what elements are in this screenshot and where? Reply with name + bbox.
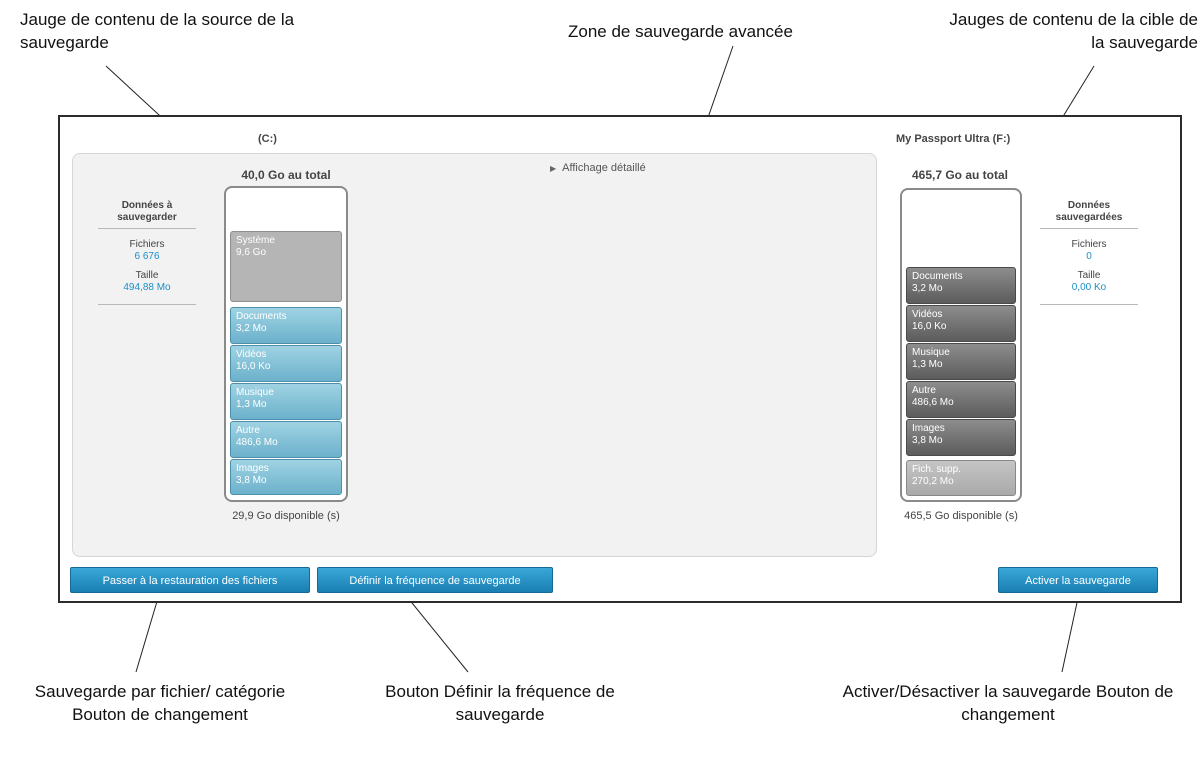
callout-enable-toggle: Activer/Désactiver la sauvegarde Bouton … bbox=[842, 682, 1174, 724]
segment-name: Musique bbox=[236, 387, 274, 398]
segment-name: Autre bbox=[912, 385, 936, 396]
segment-name: Documents bbox=[236, 311, 287, 322]
target-segment-documents[interactable]: Documents 3,2 Mo bbox=[906, 267, 1016, 304]
source-available: 29,9 Go disponible (s) bbox=[232, 510, 340, 522]
callout-file-category-toggle: Sauvegarde par fichier/ catégorie Bouton… bbox=[34, 682, 286, 724]
target-segment-videos[interactable]: Vidéos 16,0 Ko bbox=[906, 305, 1016, 342]
segment-name: Images bbox=[912, 423, 945, 434]
segment-size: 486,6 Mo bbox=[236, 437, 278, 448]
target-segment-additional-files[interactable]: Fich. supp. 270,2 Mo bbox=[906, 460, 1016, 496]
source-segment-system[interactable]: Système 9,6 Go bbox=[230, 231, 342, 302]
segment-name: Vidéos bbox=[912, 309, 943, 320]
target-summary-divider bbox=[1040, 304, 1138, 305]
segment-name: Système bbox=[236, 235, 275, 246]
target-summary-title: Données sauvegardées bbox=[1040, 200, 1138, 229]
segment-name: Autre bbox=[236, 425, 260, 436]
segment-name: Vidéos bbox=[236, 349, 267, 360]
segment-size: 3,8 Mo bbox=[912, 435, 943, 446]
segment-size: 3,2 Mo bbox=[912, 283, 943, 294]
source-segment-documents[interactable]: Documents 3,2 Mo bbox=[230, 307, 342, 344]
source-summary: Données à sauvegarder Fichiers 6 676 Tai… bbox=[98, 200, 196, 305]
enable-backup-button[interactable]: Activer la sauvegarde bbox=[998, 567, 1158, 593]
segment-size: 270,2 Mo bbox=[912, 476, 954, 487]
segment-size: 486,6 Mo bbox=[912, 397, 954, 408]
expand-triangle-icon: ▶ bbox=[550, 164, 557, 173]
callout-advanced-zone: Zone de sauvegarde avancée bbox=[568, 22, 793, 41]
segment-size: 1,3 Mo bbox=[912, 359, 943, 370]
target-available: 465,5 Go disponible (s) bbox=[904, 510, 1018, 522]
target-segment-images[interactable]: Images 3,8 Mo bbox=[906, 419, 1016, 456]
segment-size: 1,3 Mo bbox=[236, 399, 267, 410]
source-size-value: 494,88 Mo bbox=[123, 282, 171, 293]
callout-source-gauge: Jauge de contenu de la source de la sauv… bbox=[20, 10, 295, 52]
source-files-label: Fichiers bbox=[129, 239, 165, 250]
source-total: 40,0 Go au total bbox=[241, 168, 331, 182]
target-size-label: Taille bbox=[1077, 270, 1101, 281]
source-segment-other[interactable]: Autre 486,6 Mo bbox=[230, 421, 342, 458]
source-segment-videos[interactable]: Vidéos 16,0 Ko bbox=[230, 345, 342, 382]
segment-name: Documents bbox=[912, 271, 963, 282]
segment-name: Fich. supp. bbox=[912, 464, 961, 475]
target-files-value: 0 bbox=[1086, 251, 1092, 262]
target-segment-music[interactable]: Musique 1,3 Mo bbox=[906, 343, 1016, 380]
segment-size: 16,0 Ko bbox=[236, 361, 271, 372]
target-drive-label: My Passport Ultra (F:) bbox=[896, 133, 1011, 145]
segment-size: 9,6 Go bbox=[236, 247, 267, 258]
source-segment-music[interactable]: Musique 1,3 Mo bbox=[230, 383, 342, 420]
source-size-label: Taille bbox=[135, 270, 159, 281]
segment-size: 16,0 Ko bbox=[912, 321, 947, 332]
target-files-label: Fichiers bbox=[1071, 239, 1107, 250]
segment-name: Images bbox=[236, 463, 269, 474]
callout-frequency-button: Bouton Définir la fréquence de sauvegard… bbox=[385, 682, 615, 724]
source-summary-divider bbox=[98, 304, 196, 305]
switch-to-restore-button[interactable]: Passer à la restauration des fichiers bbox=[70, 567, 310, 593]
source-files-value: 6 676 bbox=[134, 251, 160, 262]
target-total: 465,7 Go au total bbox=[911, 168, 1009, 182]
target-size-value: 0,00 Ko bbox=[1071, 282, 1107, 293]
segment-size: 3,8 Mo bbox=[236, 475, 267, 486]
advanced-view-label: Affichage détaillé bbox=[562, 162, 646, 174]
source-summary-title: Données à sauvegarder bbox=[98, 200, 196, 229]
segment-size: 3,2 Mo bbox=[236, 323, 267, 334]
callout-target-gauges: Jauges de contenu de la cible de la sauv… bbox=[949, 10, 1198, 52]
segment-name: Musique bbox=[912, 347, 950, 358]
set-backup-frequency-button[interactable]: Définir la fréquence de sauvegarde bbox=[317, 567, 553, 593]
advanced-backup-area bbox=[72, 153, 877, 557]
source-segment-images[interactable]: Images 3,8 Mo bbox=[230, 459, 342, 495]
advanced-view-toggle[interactable]: ▶ Affichage détaillé bbox=[550, 162, 646, 174]
target-segment-other[interactable]: Autre 486,6 Mo bbox=[906, 381, 1016, 418]
target-summary: Données sauvegardées Fichiers 0 Taille 0… bbox=[1040, 200, 1138, 305]
source-drive-label: (C:) bbox=[258, 133, 277, 145]
